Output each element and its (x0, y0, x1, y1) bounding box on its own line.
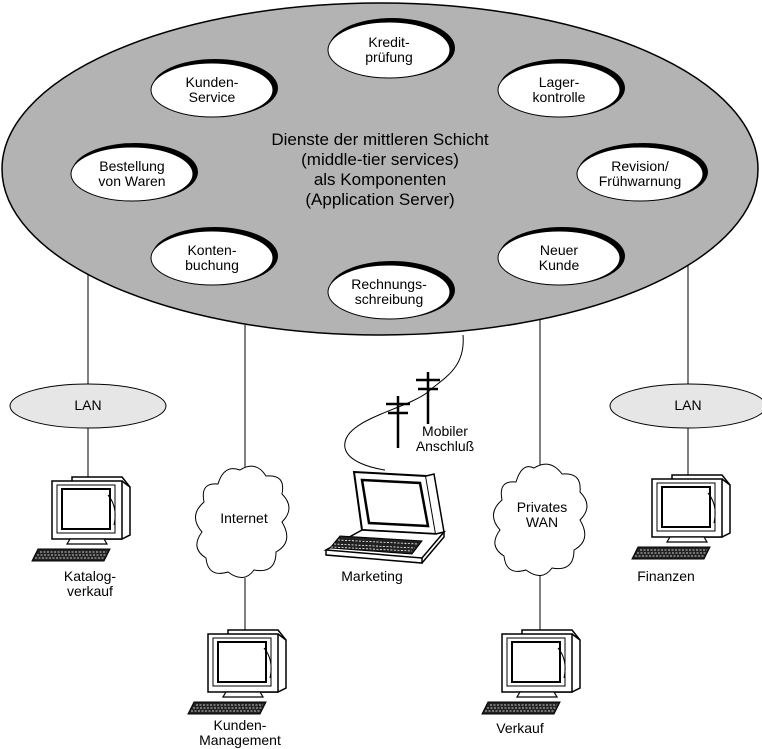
label-lagerkontrolle: Lager- kontrolle (532, 74, 586, 105)
laptop-marketing-icon (324, 470, 446, 565)
computer-verkauf-icon (481, 629, 581, 715)
computer-kunden-management-icon (187, 629, 287, 715)
label-marketing: Marketing (341, 568, 403, 584)
label-verkauf: Verkauf (496, 720, 544, 736)
label-privates-wan: Privates WAN (516, 499, 568, 530)
service-bestellung (70, 143, 198, 202)
label-neuer-kunde: Neuer Kunde (538, 242, 580, 273)
internet-cloud (195, 465, 290, 578)
label-katalogverkauf: Katalog- verkauf (63, 568, 117, 599)
label-finanzen: Finanzen (637, 568, 695, 584)
service-bubbles (70, 18, 708, 320)
computer-finanzen-icon (631, 474, 731, 560)
service-rechnungsschreibung (327, 261, 455, 320)
service-kunden-service (150, 59, 278, 118)
label-rechnungsschreibung: Rechnungs- schreibung (351, 276, 427, 307)
lan-right-ellipse (609, 383, 762, 429)
label-lan-right: LAN (674, 397, 702, 413)
service-kontenbuchung (150, 227, 278, 286)
label-kunden-service: Kunden- Service (185, 74, 239, 105)
service-kreditpruefung (327, 18, 455, 79)
label-lan-left: LAN (74, 397, 102, 413)
label-kunden-management: Kunden- Management (199, 717, 281, 748)
lan-left-ellipse (9, 383, 167, 429)
service-lagerkontrolle (497, 59, 625, 118)
service-revision (576, 143, 708, 202)
connection-lines (87, 250, 689, 632)
service-neuer-kunde (497, 227, 625, 286)
label-bestellung: Bestellung von Waren (98, 158, 166, 189)
center-label: Dienste der mittleren Schicht (middle-ti… (271, 130, 489, 209)
label-revision: Revision/ Frühwarnung (598, 158, 682, 189)
label-internet: Internet (220, 510, 268, 526)
privates-wan-cloud (493, 463, 588, 576)
label-mobiler-anschluss: Mobiler Anschluß (415, 423, 475, 454)
computer-katalog-icon (31, 476, 131, 562)
antenna-pole-right-icon (414, 370, 442, 426)
label-kreditpruefung: Kredit- prüfung (365, 34, 413, 65)
label-kontenbuchung: Konten- buchung (185, 242, 239, 273)
